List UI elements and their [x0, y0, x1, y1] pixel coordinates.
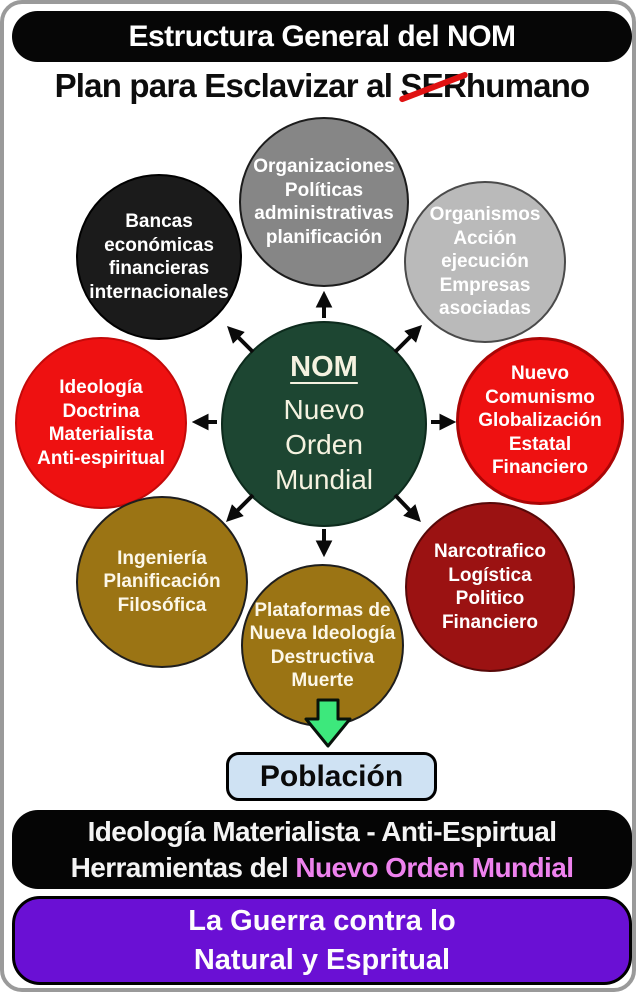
circle-ingenieria-label: Ingeniería Planificación Filosófica: [103, 547, 221, 616]
footer-line2: Herramientas del Nuevo Orden Mundial: [71, 850, 574, 886]
poblacion-box: Población: [226, 752, 437, 801]
circle-ideologia-label: Ideología Doctrina Materialista Anti-esp…: [37, 377, 165, 469]
circle-organizaciones: Organizaciones Políticas administrativas…: [239, 117, 409, 287]
circle-comunismo: Nuevo Comunismo Globalización Estatal Fi…: [456, 337, 624, 505]
subtitle-struck-word: SER: [397, 67, 469, 105]
arrow-southeast: [393, 493, 421, 523]
circle-bancas: Bancas económicas financieras internacio…: [76, 174, 242, 340]
poblacion-label: Población: [259, 759, 404, 793]
circle-nom-center: NOM Nuevo Orden Mundial: [221, 321, 427, 527]
nom-body: Nuevo Orden Mundial: [274, 394, 374, 495]
subtitle-suffix: humano: [465, 67, 590, 104]
arrow-southwest: [226, 493, 255, 522]
page-title: Estructura General del NOM: [128, 19, 516, 53]
circle-ingenieria: Ingeniería Planificación Filosófica: [76, 496, 248, 668]
circle-organizaciones-label: Organizaciones Políticas administrativas…: [253, 156, 395, 248]
circle-organismos: Organismos Acción ejecución Empresas aso…: [404, 181, 566, 343]
nom-heading: NOM: [290, 351, 358, 383]
footer-line1: Ideología Materialista - Anti-Espirtual: [87, 815, 557, 847]
circle-comunismo-label: Nuevo Comunismo Globalización Estatal Fi…: [478, 363, 602, 479]
circle-plataformas: Plataformas de Nueva Ideología Destructi…: [241, 564, 404, 727]
circle-bancas-label: Bancas económicas financieras internacio…: [89, 211, 229, 303]
title-banner: Estructura General del NOM: [12, 11, 632, 62]
subtitle-prefix: Plan para Esclavizar al: [54, 67, 401, 104]
circle-organismos-label: Organismos Acción ejecución Empresas aso…: [429, 204, 541, 320]
footer-line2-prefix: Herramientas del: [70, 851, 296, 883]
struck-word-text: SER: [400, 67, 466, 104]
arrow-northeast: [393, 325, 422, 354]
circle-narcotrafico: Narcotrafico Logística Politico Financie…: [405, 502, 575, 672]
war-banner: La Guerra contra lo Natural y Espritual: [12, 896, 632, 985]
circle-ideologia: Ideología Doctrina Materialista Anti-esp…: [15, 337, 187, 509]
circle-plataformas-label: Plataformas de Nueva Ideología Destructi…: [249, 599, 396, 692]
circle-narcotrafico-label: Narcotrafico Logística Politico Financie…: [434, 541, 546, 633]
footer-line2-highlight: Nuevo Orden Mundial: [295, 851, 574, 883]
arrow-northwest: [227, 326, 255, 354]
war-banner-text: La Guerra contra lo Natural y Espritual: [188, 904, 456, 976]
footer-banner: Ideología Materialista - Anti-Espirtual …: [12, 810, 632, 889]
